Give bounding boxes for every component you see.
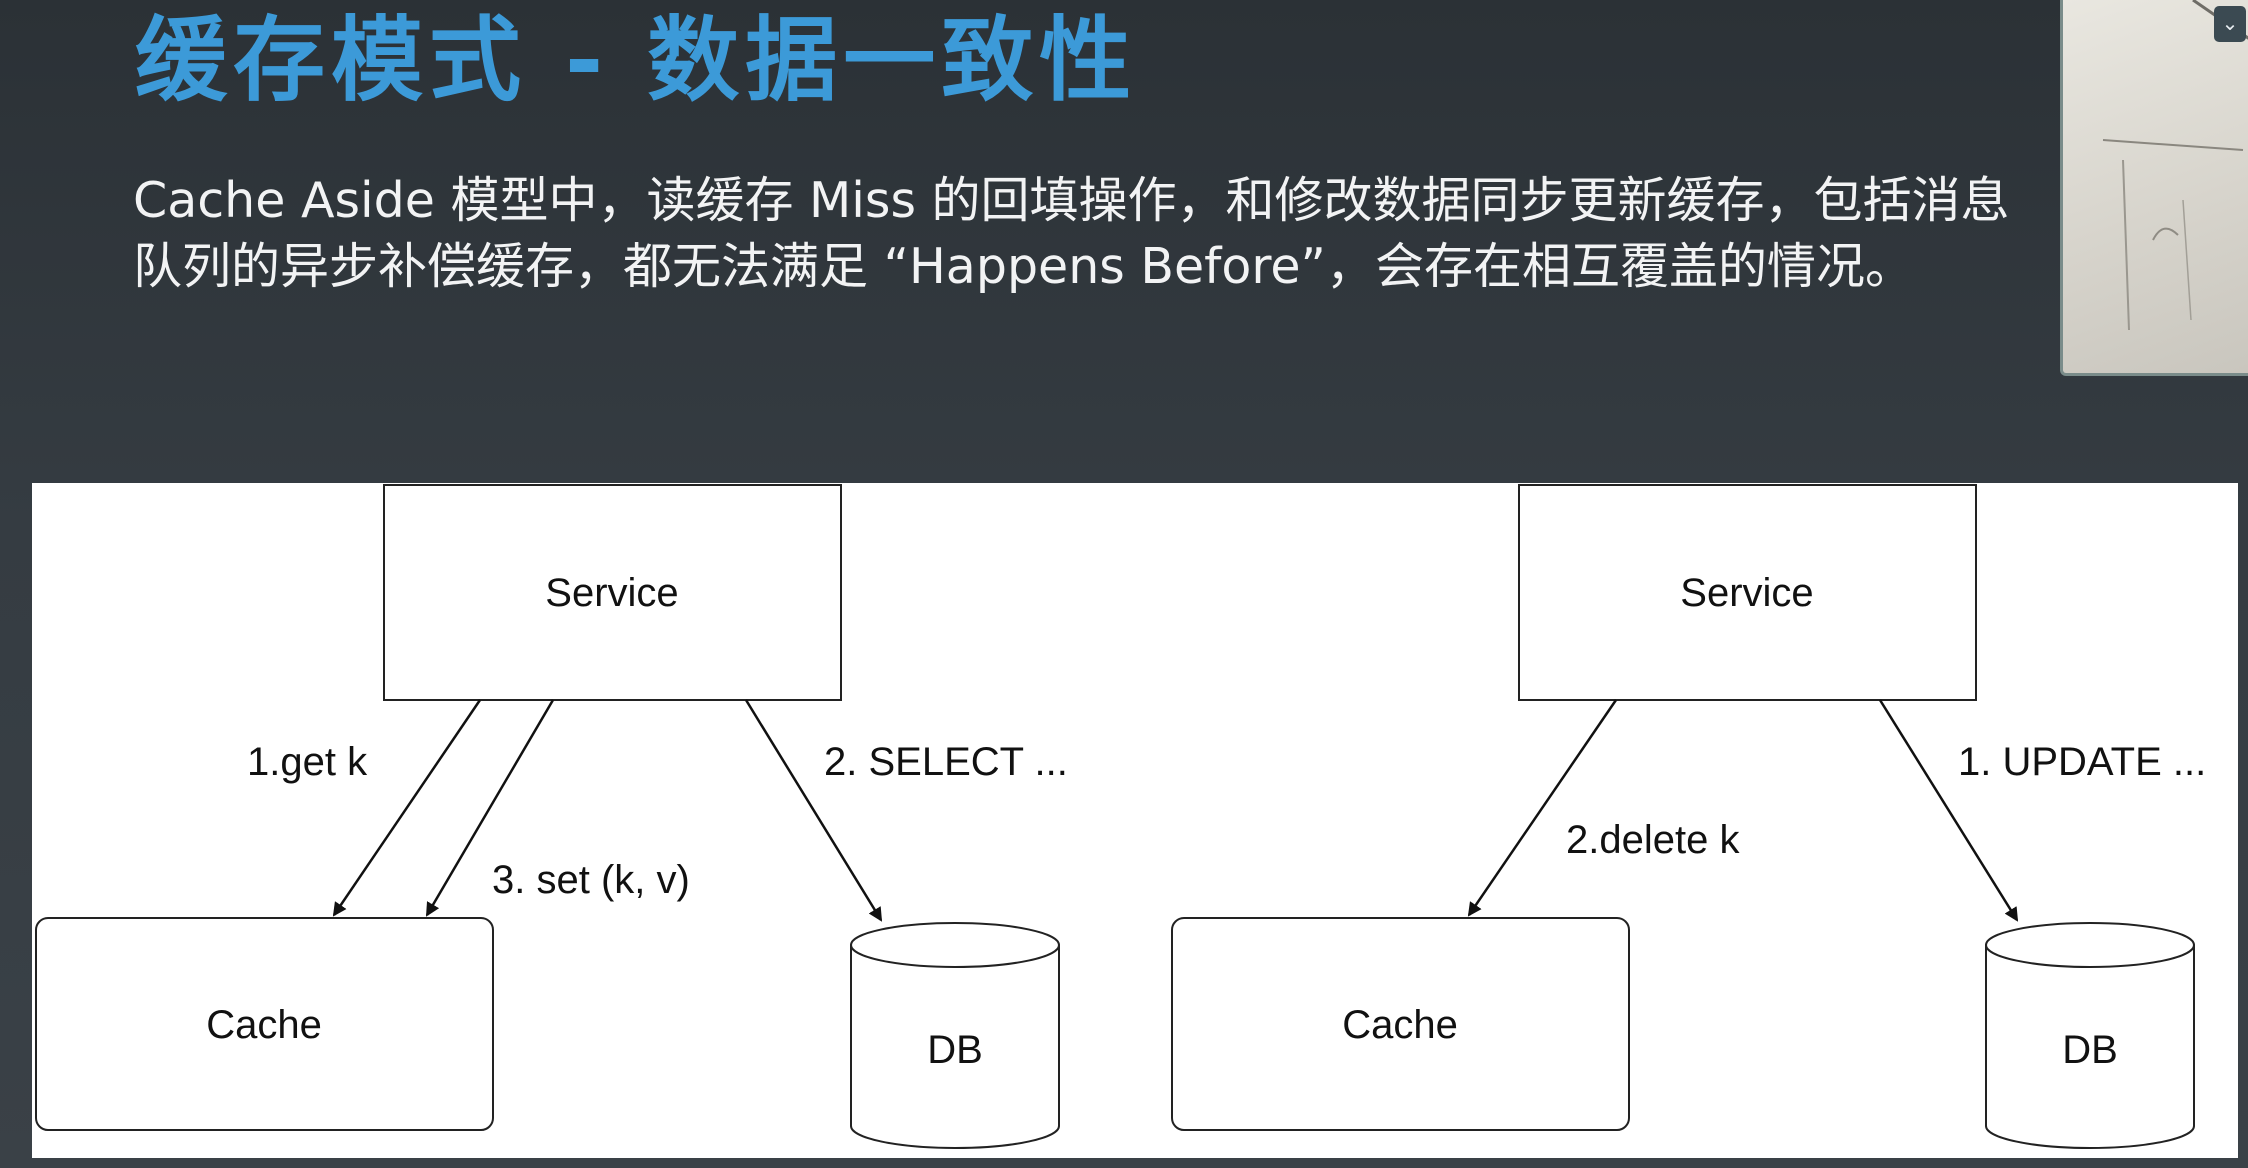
left-service-label: Service (545, 571, 678, 615)
description-line-2: 队列的异步补偿缓存，都无法满足 “Happens Before”，会存在相互覆盖… (133, 238, 1914, 295)
arrow-set (425, 699, 555, 917)
slide-description: Cache Aside 模型中，读缓存 Miss 的回填操作，和修改数据同步更新… (133, 168, 2063, 300)
left-service-box (383, 484, 842, 701)
left-cache-box (35, 917, 494, 1131)
arrow-delete (1467, 699, 1618, 917)
left-cache-label: Cache (206, 1003, 322, 1047)
right-db-cylinder (1985, 922, 2195, 1149)
left-db-label: DB (927, 1028, 983, 1072)
right-cache-box (1171, 917, 1630, 1131)
edge-label-select: 2. SELECT ... (824, 740, 1068, 784)
arrow-get (332, 699, 482, 917)
webcam-sketch (2102, 0, 2248, 331)
description-line-1: Cache Aside 模型中，读缓存 Miss 的回填操作，和修改数据同步更新… (133, 172, 2010, 229)
edge-label-delete: 2.delete k (1566, 818, 1740, 862)
webcam-overlay: ⌄ (2060, 0, 2248, 376)
chevron-down-icon[interactable]: ⌄ (2214, 6, 2246, 42)
edge-label-get: 1.get k (247, 740, 368, 784)
diagram-canvas: Service Cache DB 1.get k 3. set (k, v) 2… (35, 484, 2206, 1149)
right-db-label: DB (2062, 1028, 2118, 1072)
right-cache-label: Cache (1342, 1003, 1458, 1047)
edge-label-update: 1. UPDATE ... (1958, 740, 2206, 784)
slide-title: 缓存模式 - 数据一致性 (135, 7, 1138, 114)
edge-label-set: 3. set (k, v) (492, 858, 690, 902)
arrow-update (1878, 699, 2019, 922)
left-db-cylinder (850, 922, 1060, 1149)
right-service-label: Service (1680, 571, 1813, 615)
cache-aside-diagram: Service Cache DB 1.get k 3. set (k, v) 2… (32, 483, 2238, 1158)
right-service-box (1518, 484, 1977, 701)
arrow-select (744, 699, 883, 922)
